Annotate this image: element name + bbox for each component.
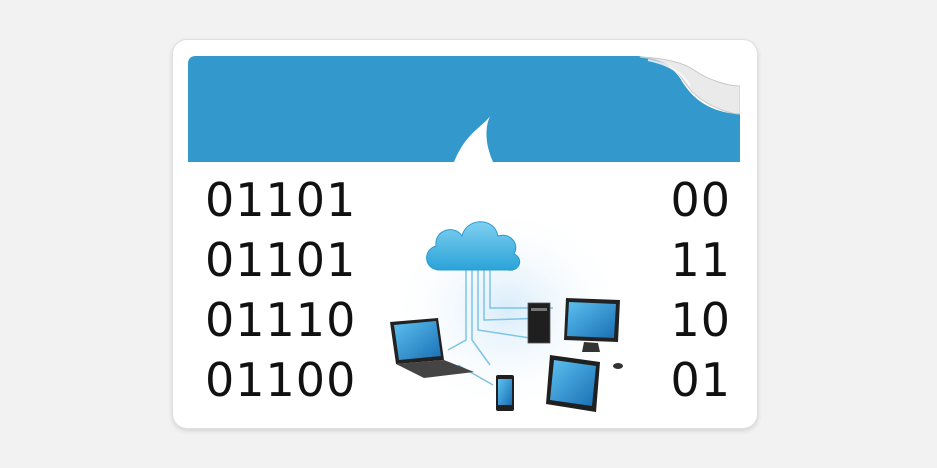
monitor-icon — [564, 298, 623, 369]
network-lines — [447, 260, 553, 386]
tablet-icon — [546, 355, 600, 412]
binary-left-row-3: 01110 — [205, 293, 357, 347]
binary-column-left: 01101 01101 01110 01100 — [205, 170, 356, 410]
cloud-icon — [426, 221, 521, 271]
binary-right-row-2: 11 — [670, 233, 731, 287]
binary-column-right: 00 11 10 01 — [670, 170, 731, 410]
binary-left-row-4: 01100 — [205, 353, 357, 407]
desktop-tower-icon — [527, 302, 551, 344]
peeling-corner-icon — [639, 56, 740, 115]
blue-banner — [188, 56, 740, 162]
binary-left-row-2: 01101 — [205, 233, 357, 287]
binary-left-row-1: 01101 — [205, 173, 357, 227]
cloud-network-illustration — [388, 205, 628, 415]
sticker-card: 01101 01101 01110 01100 00 11 10 01 — [173, 40, 757, 428]
binary-right-row-3: 10 — [670, 293, 731, 347]
binary-right-row-4: 01 — [670, 353, 731, 407]
smartphone-icon — [496, 375, 514, 411]
laptop-icon — [390, 318, 474, 378]
binary-right-row-1: 00 — [670, 173, 731, 227]
